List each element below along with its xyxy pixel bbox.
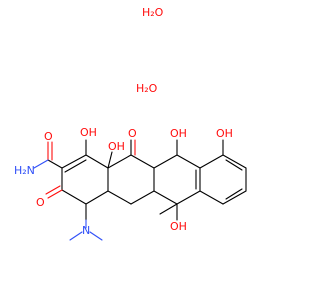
amide-o-label: O [44,130,53,143]
bond-ketone [45,185,61,195]
molecule-figure: H₂O H₂O [14,6,247,241]
bond-ketone [47,189,63,199]
bond [85,154,109,169]
bond [107,190,132,205]
ring-b [107,154,155,205]
oh-label: OH [216,127,233,140]
oh-label: OH [170,220,187,233]
bond [85,190,109,205]
amide-n-label: H₂N [14,164,35,177]
bond [153,190,178,205]
bond [153,154,178,169]
bond [130,190,155,205]
bond [130,154,155,169]
ring-d [199,154,247,205]
water-1-label: H₂O [142,6,164,19]
molecule-svg: H₂O H₂O [14,6,247,241]
water-2-label: H₂O [136,82,158,95]
oh-label: OH [170,127,187,140]
bond-double [64,159,87,173]
bond-methyl [159,203,178,215]
bond-double [225,188,243,200]
ketone-o-label: O [128,127,137,140]
bond [222,154,247,169]
n-label: N [82,224,90,237]
bond [176,154,201,169]
bond [107,154,132,169]
bond [199,190,224,205]
oh-label: OH [108,140,125,153]
bond [47,159,63,169]
bond-n-methyl [69,231,83,241]
bond [222,190,247,205]
bond-amide-n [33,159,49,169]
ring-a [61,154,109,205]
ring-c [153,154,201,205]
bond [61,154,87,169]
bond [61,189,87,205]
bond-n-methyl [89,231,103,241]
oh-label: OH [80,126,97,139]
bond-double [225,159,243,171]
bond [107,151,113,169]
ketone-o-label: O [36,196,45,209]
bond [176,190,201,205]
bond [199,154,224,169]
